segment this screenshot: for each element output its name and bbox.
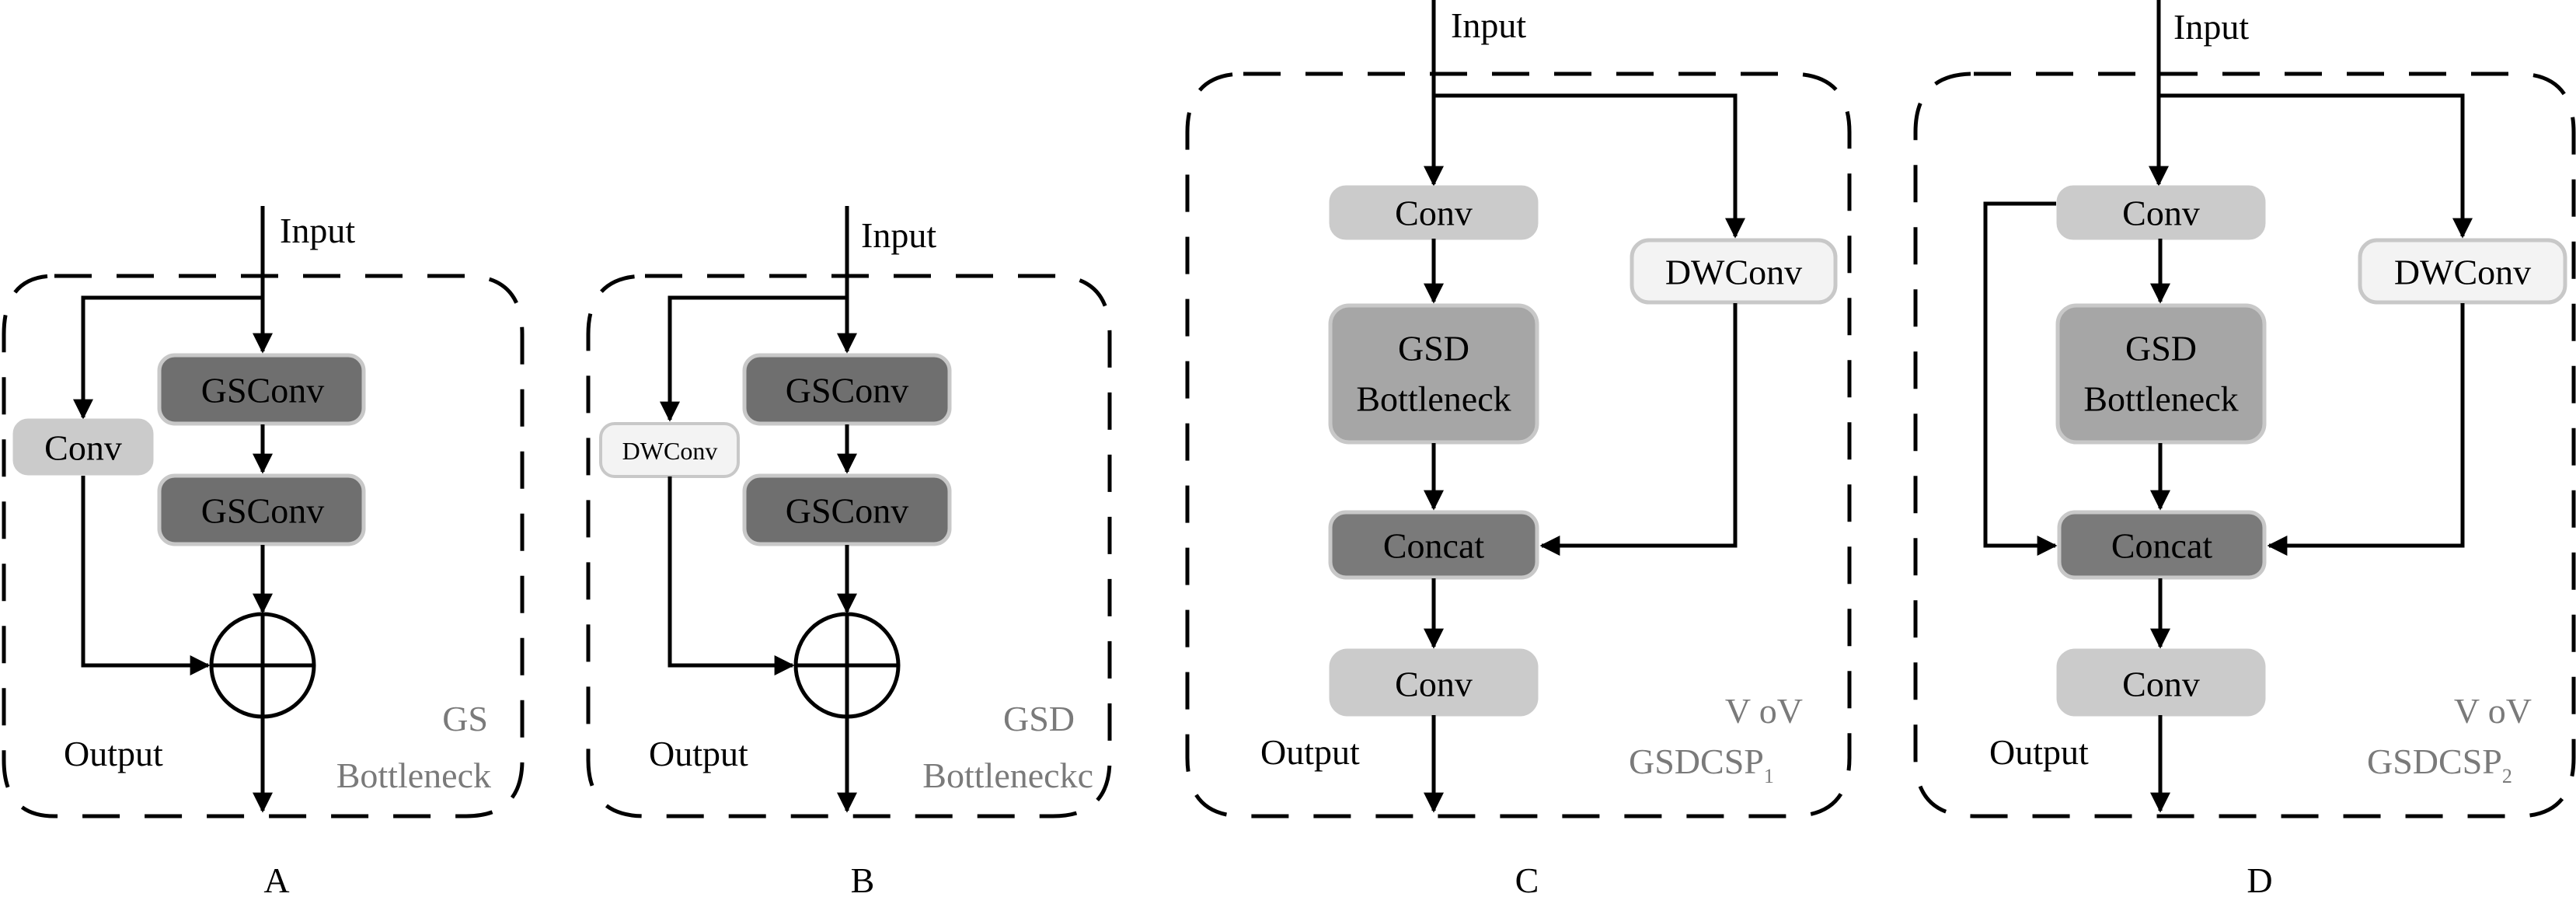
panel-b-title-line-2: Bottleneckc <box>922 756 1093 795</box>
panel-d-dwconv-node: DWConv <box>2358 238 2567 305</box>
panel-a-dashed-border <box>2 274 525 818</box>
svg-text:Conv: Conv <box>1395 194 1473 233</box>
panel-a: Input Conv GSConv GSConv Output GS Bot <box>2 206 525 897</box>
svg-text:DWConv: DWConv <box>2394 253 2531 292</box>
panel-b-dwconv-node: DWConv <box>599 422 740 478</box>
panel-d: Input Conv GSD Bottleneck Concat DWConv … <box>1913 0 2576 897</box>
panel-b-add-icon <box>793 612 901 719</box>
panel-b: Input DWConv GSConv GSConv Output GSD Bo… <box>586 206 1112 897</box>
panel-c-concat-node: Concat <box>1328 510 1539 580</box>
panel-a-caption: A <box>263 860 289 897</box>
panel-d-title-main: GSDCSP <box>2367 742 2502 781</box>
panel-d-skip-line <box>1983 201 2058 556</box>
panel-c-conv-out-node: Conv <box>1329 648 1539 717</box>
panel-c-caption: C <box>1515 860 1539 897</box>
panel-a-shortcut-line <box>73 295 263 420</box>
svg-text:GSConv: GSConv <box>786 491 908 531</box>
panel-c-conv-in-node: Conv <box>1329 185 1539 240</box>
panel-a-input-label: Input <box>280 211 355 250</box>
svg-text:GSD: GSD <box>1398 329 1469 368</box>
panel-c-side-merge-line <box>1539 303 1738 556</box>
svg-text:Conv: Conv <box>1395 665 1473 704</box>
panel-d-side-branch-line <box>2159 93 2473 239</box>
panel-d-caption: D <box>2247 860 2272 897</box>
panel-b-shortcut-merge-line <box>668 476 795 675</box>
panel-d-output-label: Output <box>1989 732 2089 772</box>
panel-b-dashed-border <box>586 274 1112 818</box>
panel-b-gsconv-node-1: GSConv <box>742 353 952 426</box>
svg-text:GSConv: GSConv <box>201 491 324 531</box>
panel-a-output-label: Output <box>64 734 163 773</box>
panel-c-title-main: GSDCSP <box>1629 742 1764 781</box>
panel-d-conv-in-node: Conv <box>2056 185 2266 240</box>
svg-text:Conv: Conv <box>2122 194 2200 233</box>
svg-text:Concat: Concat <box>1383 526 1485 566</box>
panel-a-shortcut-merge-line <box>81 476 211 675</box>
panel-d-side-merge-line <box>2267 303 2465 556</box>
panel-c-title-subscript: 1 <box>1764 765 1774 787</box>
panel-a-title-line-1: GS <box>442 699 488 738</box>
panel-c-bottleneck-node: GSD Bottleneck <box>1328 303 1539 445</box>
panel-a-title-line-2: Bottleneck <box>336 756 491 795</box>
panel-d-bottleneck-node: GSD Bottleneck <box>2055 303 2267 445</box>
panel-a-conv-node: Conv <box>12 418 154 476</box>
panel-c: Input Conv GSD Bottleneck Concat DWConv … <box>1185 0 1852 897</box>
panel-d-concat-node: Concat <box>2057 510 2267 580</box>
svg-text:Concat: Concat <box>2111 526 2213 566</box>
panel-a-gsconv-node-1: GSConv <box>157 353 366 426</box>
svg-text:Bottleneck: Bottleneck <box>1356 379 1511 419</box>
svg-text:Conv: Conv <box>2122 665 2200 704</box>
panel-b-caption: B <box>851 860 875 897</box>
panel-c-title-line-1: V oV <box>1725 691 1803 731</box>
panel-d-input-label: Input <box>2173 7 2249 47</box>
svg-text:GSD: GSD <box>2125 329 2197 368</box>
panel-a-gsconv-node-2: GSConv <box>157 473 366 546</box>
svg-text:DWConv: DWConv <box>622 437 718 465</box>
panel-b-output-label: Output <box>649 734 748 773</box>
svg-text:Bottleneck: Bottleneck <box>2083 379 2238 419</box>
panel-b-input-label: Input <box>861 215 936 255</box>
panel-b-gsconv-node-2: GSConv <box>742 473 952 546</box>
panel-d-dashed-border <box>1913 72 2576 818</box>
panel-c-title-line-2: GSDCSP1 <box>1629 742 1774 787</box>
panel-b-shortcut-line <box>660 295 847 422</box>
panel-b-title-line-1: GSD <box>1003 699 1075 738</box>
svg-text:Conv: Conv <box>44 428 122 468</box>
panel-c-side-branch-line <box>1434 93 1745 239</box>
panel-d-title-line-2: GSDCSP2 <box>2367 742 2512 787</box>
svg-text:DWConv: DWConv <box>1665 253 1802 292</box>
svg-text:GSConv: GSConv <box>201 371 324 410</box>
svg-text:GSConv: GSConv <box>786 371 908 410</box>
panel-c-input-label: Input <box>1451 5 1526 45</box>
panel-c-dwconv-node: DWConv <box>1630 238 1838 305</box>
panel-a-add-icon <box>209 612 316 719</box>
panel-d-conv-out-node: Conv <box>2056 648 2266 717</box>
panel-d-title-subscript: 2 <box>2502 765 2512 787</box>
panel-d-title-line-1: V oV <box>2454 691 2532 731</box>
panel-c-output-label: Output <box>1260 732 1360 772</box>
